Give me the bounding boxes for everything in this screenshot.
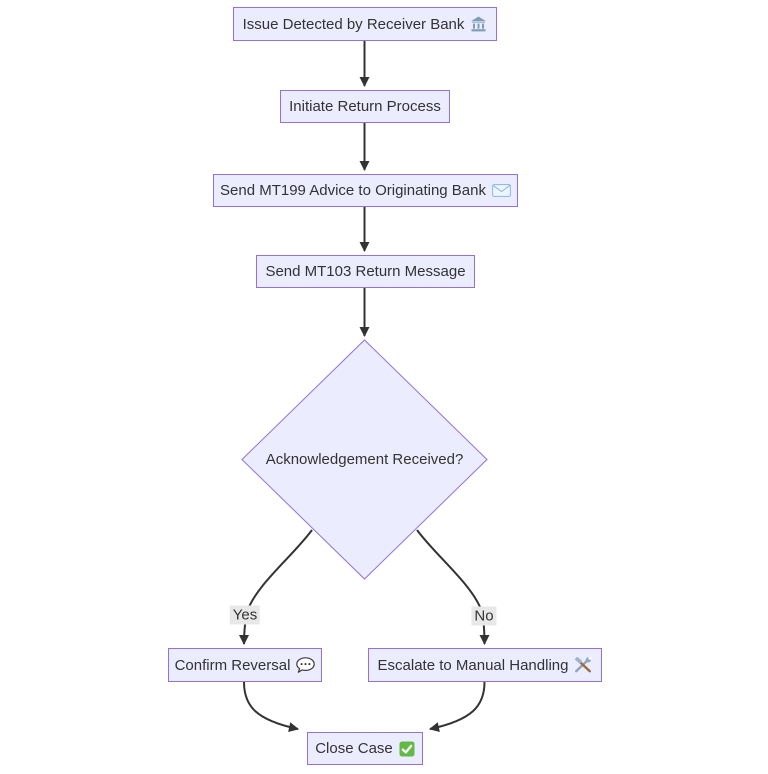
node-issue-detected: Issue Detected by Receiver Bank (233, 7, 497, 41)
node-label: Close Case (315, 740, 393, 757)
edge-escalate-to-close (429, 681, 486, 733)
node-send-mt103: Send MT103 Return Message (256, 255, 475, 288)
edge-ack-yes-to-confirm (239, 529, 313, 645)
edge-label-no: No (471, 606, 497, 626)
node-close-case: Close Case (307, 732, 423, 765)
node-initiate-return: Initiate Return Process (280, 90, 450, 123)
node-label: Confirm Reversal (174, 656, 291, 674)
speech-balloon-icon (296, 657, 316, 673)
node-label: Acknowledgement Received? (265, 450, 464, 468)
node-label: Send MT199 Advice to Originating Bank (220, 182, 486, 199)
node-ack-received: Acknowledgement Received? (254, 444, 475, 474)
node-send-mt199: Send MT199 Advice to Originating Bank (213, 174, 518, 207)
node-label: Send MT103 Return Message (265, 263, 466, 280)
edge-label-yes: Yes (229, 605, 261, 625)
edge-ack-no-to-escalate (416, 529, 490, 645)
node-label: Escalate to Manual Handling (377, 656, 569, 674)
node-confirm-reversal: Confirm Reversal (168, 648, 322, 682)
node-escalate-manual: Escalate to Manual Handling (368, 648, 602, 682)
hammer-wrench-icon (574, 657, 592, 673)
bank-icon (470, 16, 487, 32)
node-ack-received-shape (241, 339, 488, 580)
envelope-icon (492, 184, 511, 197)
check-mark-icon (399, 741, 415, 757)
node-label: Issue Detected by Receiver Bank (242, 15, 465, 33)
node-label: Initiate Return Process (289, 98, 441, 115)
edge-confirm-to-close (243, 681, 299, 733)
